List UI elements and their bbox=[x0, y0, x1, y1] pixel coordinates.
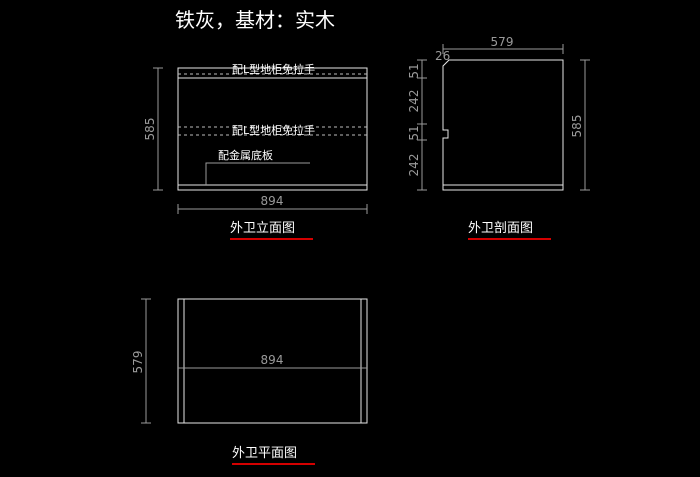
elevation-base-leader bbox=[205, 162, 310, 185]
section-caption: 外卫剖面图 bbox=[468, 221, 533, 236]
elevation-caption: 外卫立面图 bbox=[230, 221, 295, 236]
drawing-title: 铁灰，基材：实木 bbox=[175, 8, 335, 32]
plan-cabinet-outline bbox=[177, 298, 368, 424]
section-seg-2-dimension: 242 bbox=[407, 90, 421, 113]
elevation-view: 配L型地柜免拉手 配L型地柜免拉手 配金属底板 585 894 外卫立面图 bbox=[143, 62, 368, 240]
elevation-width-dimension: 894 bbox=[261, 194, 284, 208]
elevation-mid-handle-label: 配L型地柜免拉手 bbox=[232, 123, 315, 137]
section-profile-outline bbox=[442, 59, 564, 191]
section-seg-1-dimension: 51 bbox=[407, 63, 421, 78]
elevation-base-label: 配金属底板 bbox=[218, 148, 273, 162]
section-height-dimension: 585 bbox=[570, 115, 584, 138]
plan-depth-dimension: 579 bbox=[131, 351, 145, 374]
elevation-height-dimension: 585 bbox=[143, 118, 157, 141]
plan-width-dimension: 894 bbox=[261, 353, 284, 367]
elevation-top-handle-label: 配L型地柜免拉手 bbox=[232, 62, 315, 76]
plan-view: 894 579 外卫平面图 bbox=[131, 298, 368, 465]
section-view: 579 26 51 242 51 242 585 外卫剖面图 bbox=[407, 35, 590, 240]
section-offset-dimension: 26 bbox=[435, 49, 450, 63]
section-width-dimension: 579 bbox=[491, 35, 514, 49]
plan-caption: 外卫平面图 bbox=[232, 446, 297, 461]
section-seg-4-dimension: 242 bbox=[407, 154, 421, 177]
section-seg-3-dimension: 51 bbox=[407, 125, 421, 140]
elevation-cabinet-outline bbox=[177, 67, 368, 191]
